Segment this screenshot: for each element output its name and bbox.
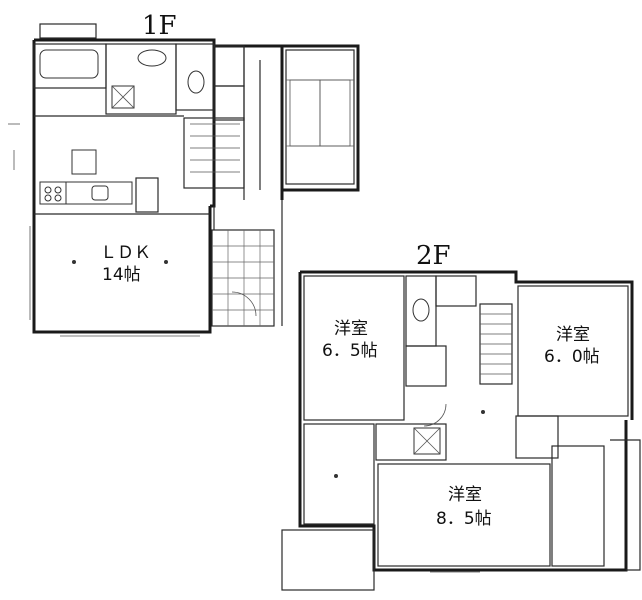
japanese-room: [285, 49, 355, 185]
room-s-name: 洋室: [448, 485, 482, 505]
second-floor-label: 2F: [416, 241, 451, 271]
first-floor-label: 1F: [142, 11, 177, 41]
balcony-top: [39, 23, 97, 39]
room-nw-labels: 洋室 6．5帖: [322, 319, 378, 361]
first-floor-plan: 1F: [8, 11, 360, 337]
room-s-size: 8．5帖: [436, 509, 492, 529]
sink: [137, 49, 167, 67]
toilet-2f: [412, 298, 430, 322]
closet-2f-c: [551, 445, 605, 567]
room-nw-name: 洋室: [334, 319, 368, 339]
fridge: [135, 177, 159, 213]
room-nw: [303, 275, 405, 421]
room-ne-labels: 洋室 6．0帖: [544, 325, 600, 367]
storage-room: [303, 423, 375, 525]
kitchen-sink: [91, 185, 109, 201]
room-s-labels: 洋室 8．5帖: [436, 485, 492, 529]
balcony-2f: [281, 529, 375, 591]
dining-table: [71, 149, 97, 175]
room-s: [377, 463, 551, 567]
ldk-name: ＬＤＫ: [100, 243, 151, 263]
room-ne-name: 洋室: [556, 325, 590, 345]
closet-1f: [213, 45, 245, 87]
ldk-room: ＬＤＫ 14帖: [100, 243, 151, 285]
toilet-1f: [187, 70, 205, 94]
room-ne: [517, 285, 629, 417]
ldk-size: 14帖: [102, 265, 141, 285]
bathtub: [39, 49, 99, 79]
closet-2f-a: [405, 345, 447, 387]
closet-2f-b: [515, 415, 559, 459]
stove: [39, 181, 67, 205]
second-floor-plan: 2F 洋室 6．5帖 洋室 6．0帖: [281, 241, 641, 591]
room-ne-size: 6．0帖: [544, 347, 600, 367]
room-nw-size: 6．5帖: [322, 341, 378, 361]
